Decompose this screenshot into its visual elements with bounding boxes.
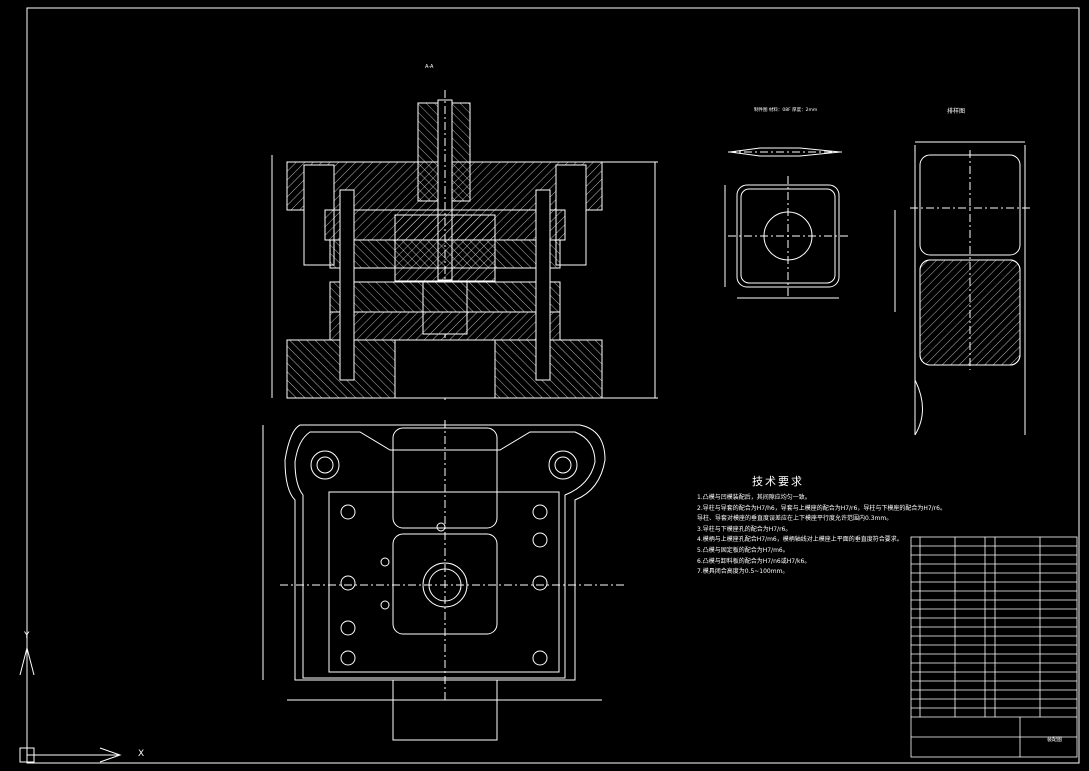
ucs-icon [19, 646, 122, 763]
title-block [910, 536, 1078, 758]
tech-note: 3.导柱与下模座孔的配合为H7/r6。 [697, 525, 792, 533]
ucs-x-label: X [138, 749, 145, 759]
tech-note: 5.凸模与固定板的配合为H7/m6。 [697, 546, 789, 554]
tech-note: 导柱、导套对模座的垂直度误差应在上下模座平行度允许范围内0.3mm。 [697, 515, 893, 523]
ucs-y-label: Y [24, 631, 30, 641]
strip-layout [894, 141, 1030, 436]
section-view [271, 90, 658, 400]
tech-note: 4.模柄与上模座孔配合H7/m6，模柄轴线对上模座上平面的垂直度符合要求。 [697, 536, 903, 544]
title-block-name: 装配图 [1047, 737, 1063, 743]
technical-requirements-list: 1.凸模与凹模装配后，其间隙应均匀一致。 2.导柱与导套的配合为H7/h6，导套… [697, 493, 946, 578]
section-label: A-A [425, 64, 434, 70]
drawing-border [26, 7, 1080, 764]
tech-note: 7.模具闭合高度为0.5~100mm。 [697, 568, 789, 576]
part-view [724, 147, 848, 299]
plan-view [262, 420, 625, 741]
tech-note: 2.导柱与导套的配合为H7/h6，导套与上模座的配合为H7/r6，导柱与下模座的… [697, 504, 946, 512]
tech-note: 1.凸模与凹模装配后，其间隙应均匀一致。 [697, 494, 811, 501]
tech-note: 6.凸模与卸料板的配合为H7/n6或H7/k6。 [697, 557, 811, 565]
technical-requirements-title: 技术要求 [752, 475, 804, 488]
strip-layout-title: 排样图 [947, 108, 966, 115]
part-drawing-title: 制件图 材料：08F 厚度：2mm [754, 108, 818, 113]
